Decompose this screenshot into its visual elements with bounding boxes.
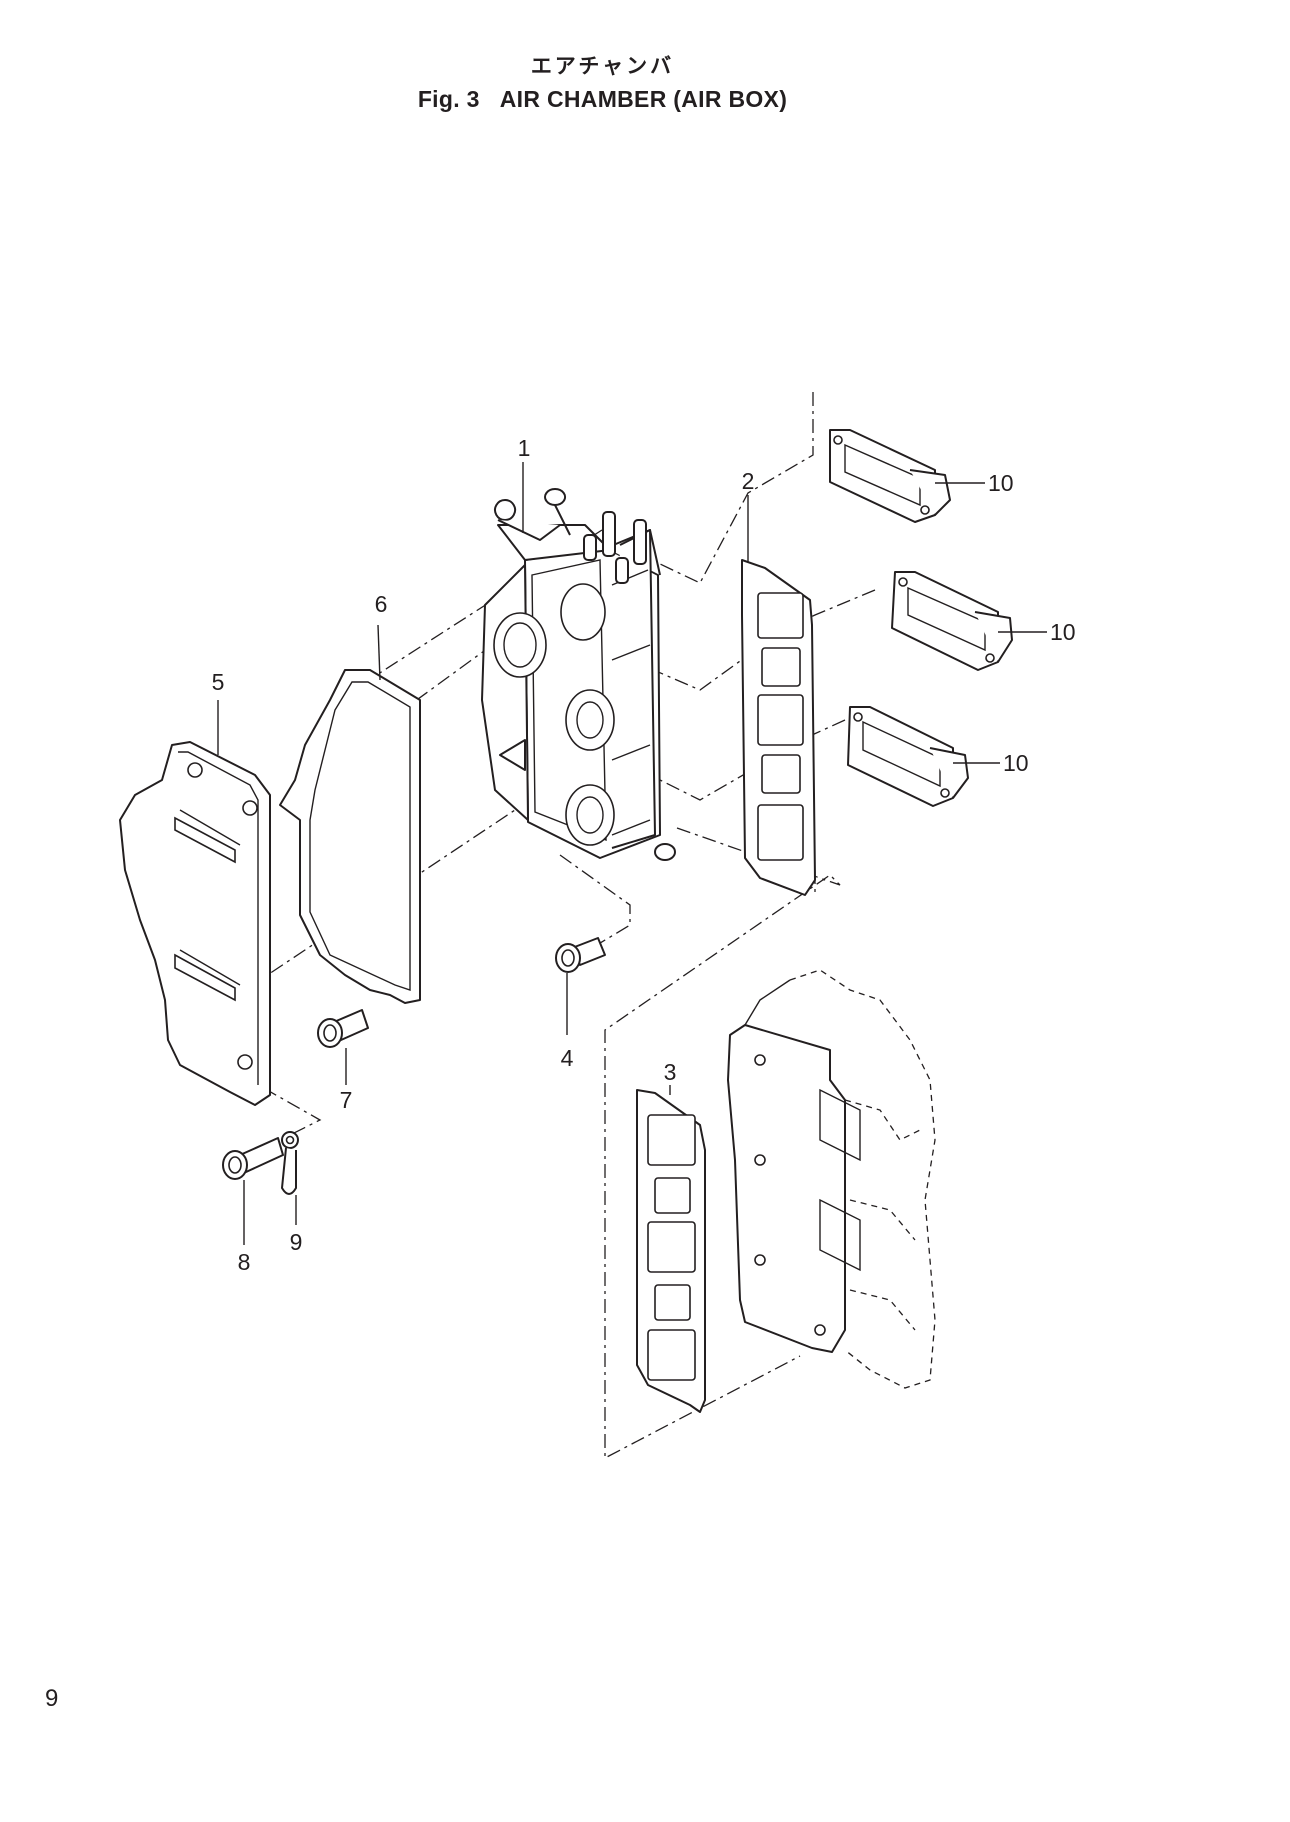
callout-10-middle: 10 xyxy=(1050,619,1076,645)
callout-labels: 1 2 3 4 5 6 7 8 9 10 10 10 xyxy=(212,435,1076,1275)
part-1-air-chamber xyxy=(481,488,676,861)
title-japanese: エアチャンバ xyxy=(530,54,675,78)
callout-3: 3 xyxy=(664,1059,677,1085)
callout-6: 6 xyxy=(375,591,388,617)
part-5-cover xyxy=(119,741,271,1106)
figure-title: Fig. 3 AIR CHAMBER (AIR BOX) xyxy=(417,86,788,112)
callout-9: 9 xyxy=(290,1229,303,1255)
leader-lines xyxy=(217,462,1047,1245)
callout-10-bottom: 10 xyxy=(1003,750,1029,776)
callout-1: 1 xyxy=(518,435,531,461)
part-3-gasket xyxy=(636,1089,706,1413)
callout-2: 2 xyxy=(742,468,755,494)
part-10-reed-valve-middle xyxy=(891,571,1013,671)
callout-7: 7 xyxy=(340,1087,353,1113)
part-2-gasket xyxy=(741,559,816,896)
part-9-clip xyxy=(281,1131,299,1195)
part-6-gasket xyxy=(279,669,421,1004)
page-number: 9 xyxy=(45,1685,59,1712)
crankcase-reference xyxy=(727,969,936,1389)
part-10-reed-valve-top xyxy=(829,429,951,523)
part-10-reed-valve-bottom xyxy=(847,706,969,807)
callout-8: 8 xyxy=(238,1249,251,1275)
callout-10-top: 10 xyxy=(988,470,1014,496)
part-4-bolt xyxy=(555,937,606,973)
callout-5: 5 xyxy=(212,669,225,695)
part-7-bolt xyxy=(317,1009,369,1048)
part-8-bolt xyxy=(222,1137,284,1180)
callout-4: 4 xyxy=(561,1045,574,1071)
